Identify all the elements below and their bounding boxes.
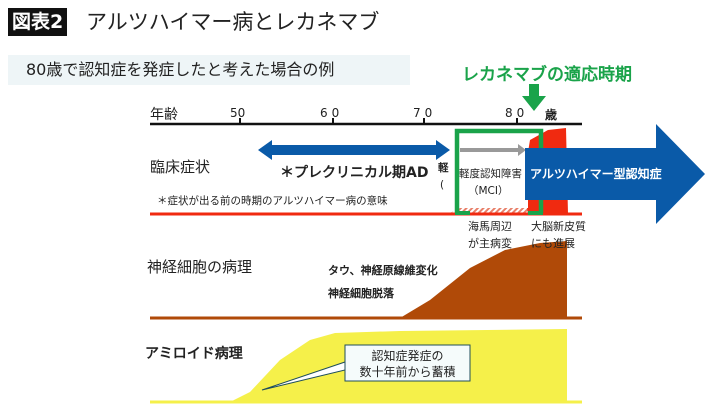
preclinical-double-arrow — [258, 140, 450, 160]
hippocampus-note-2: が主病変 — [468, 237, 512, 250]
preclinical-label: ＊プレクリニカル期AD — [280, 165, 429, 181]
axis-label: 年齢 — [150, 107, 178, 123]
gray-arrow — [460, 144, 526, 156]
subtitle: 80歳で認知症を発症したと考えた場合の例 — [8, 55, 410, 85]
tick-50: 50 — [230, 106, 246, 120]
mci-abbrev: （MCI） — [468, 185, 509, 197]
tick-80: 80 — [505, 106, 529, 120]
hippocampus-note-1: 海馬周辺 — [468, 220, 512, 233]
neocortex-note-2: にも進展 — [531, 237, 575, 250]
tau-text: タウ、神経原線維変化 — [328, 264, 438, 277]
mci-box — [456, 160, 528, 208]
figure-badge: 図表2 — [8, 8, 68, 36]
neuron-label: 神経細胞の病理 — [147, 258, 253, 276]
callout-line-2: 数十年前から蓄積 — [359, 365, 456, 379]
hidden-fragment: 軽 — [438, 162, 449, 174]
hidden-paren: ( — [440, 179, 445, 191]
footnote: ＊症状が出る前の時期のアルツハイマー病の意味 — [157, 195, 388, 207]
dementia-arrow — [525, 124, 705, 224]
mci-label: 軽度認知障害 — [459, 168, 522, 180]
axis-unit: 歳 — [545, 108, 558, 122]
tick-60: 60 — [320, 106, 344, 120]
amyloid-label: アミロイド病理 — [145, 346, 243, 362]
dementia-label: アルツハイマー型認知症 — [530, 167, 662, 181]
neocortex-note-1: 大脳新皮質 — [531, 220, 586, 233]
callout-box — [344, 344, 471, 382]
page-title: アルツハイマー病とレカネマブ — [86, 10, 380, 34]
neuron-loss-text: 神経細胞脱落 — [328, 287, 394, 300]
neuron-pathology-area — [400, 241, 567, 318]
clinical-label: 臨床症状 — [150, 158, 211, 176]
lecanemab-label: レカネマブの適応時期 — [462, 65, 632, 85]
green-down-arrow-icon — [522, 84, 546, 111]
tick-70: 70 — [413, 106, 437, 120]
callout-line-1: 認知症発症の — [371, 349, 444, 363]
